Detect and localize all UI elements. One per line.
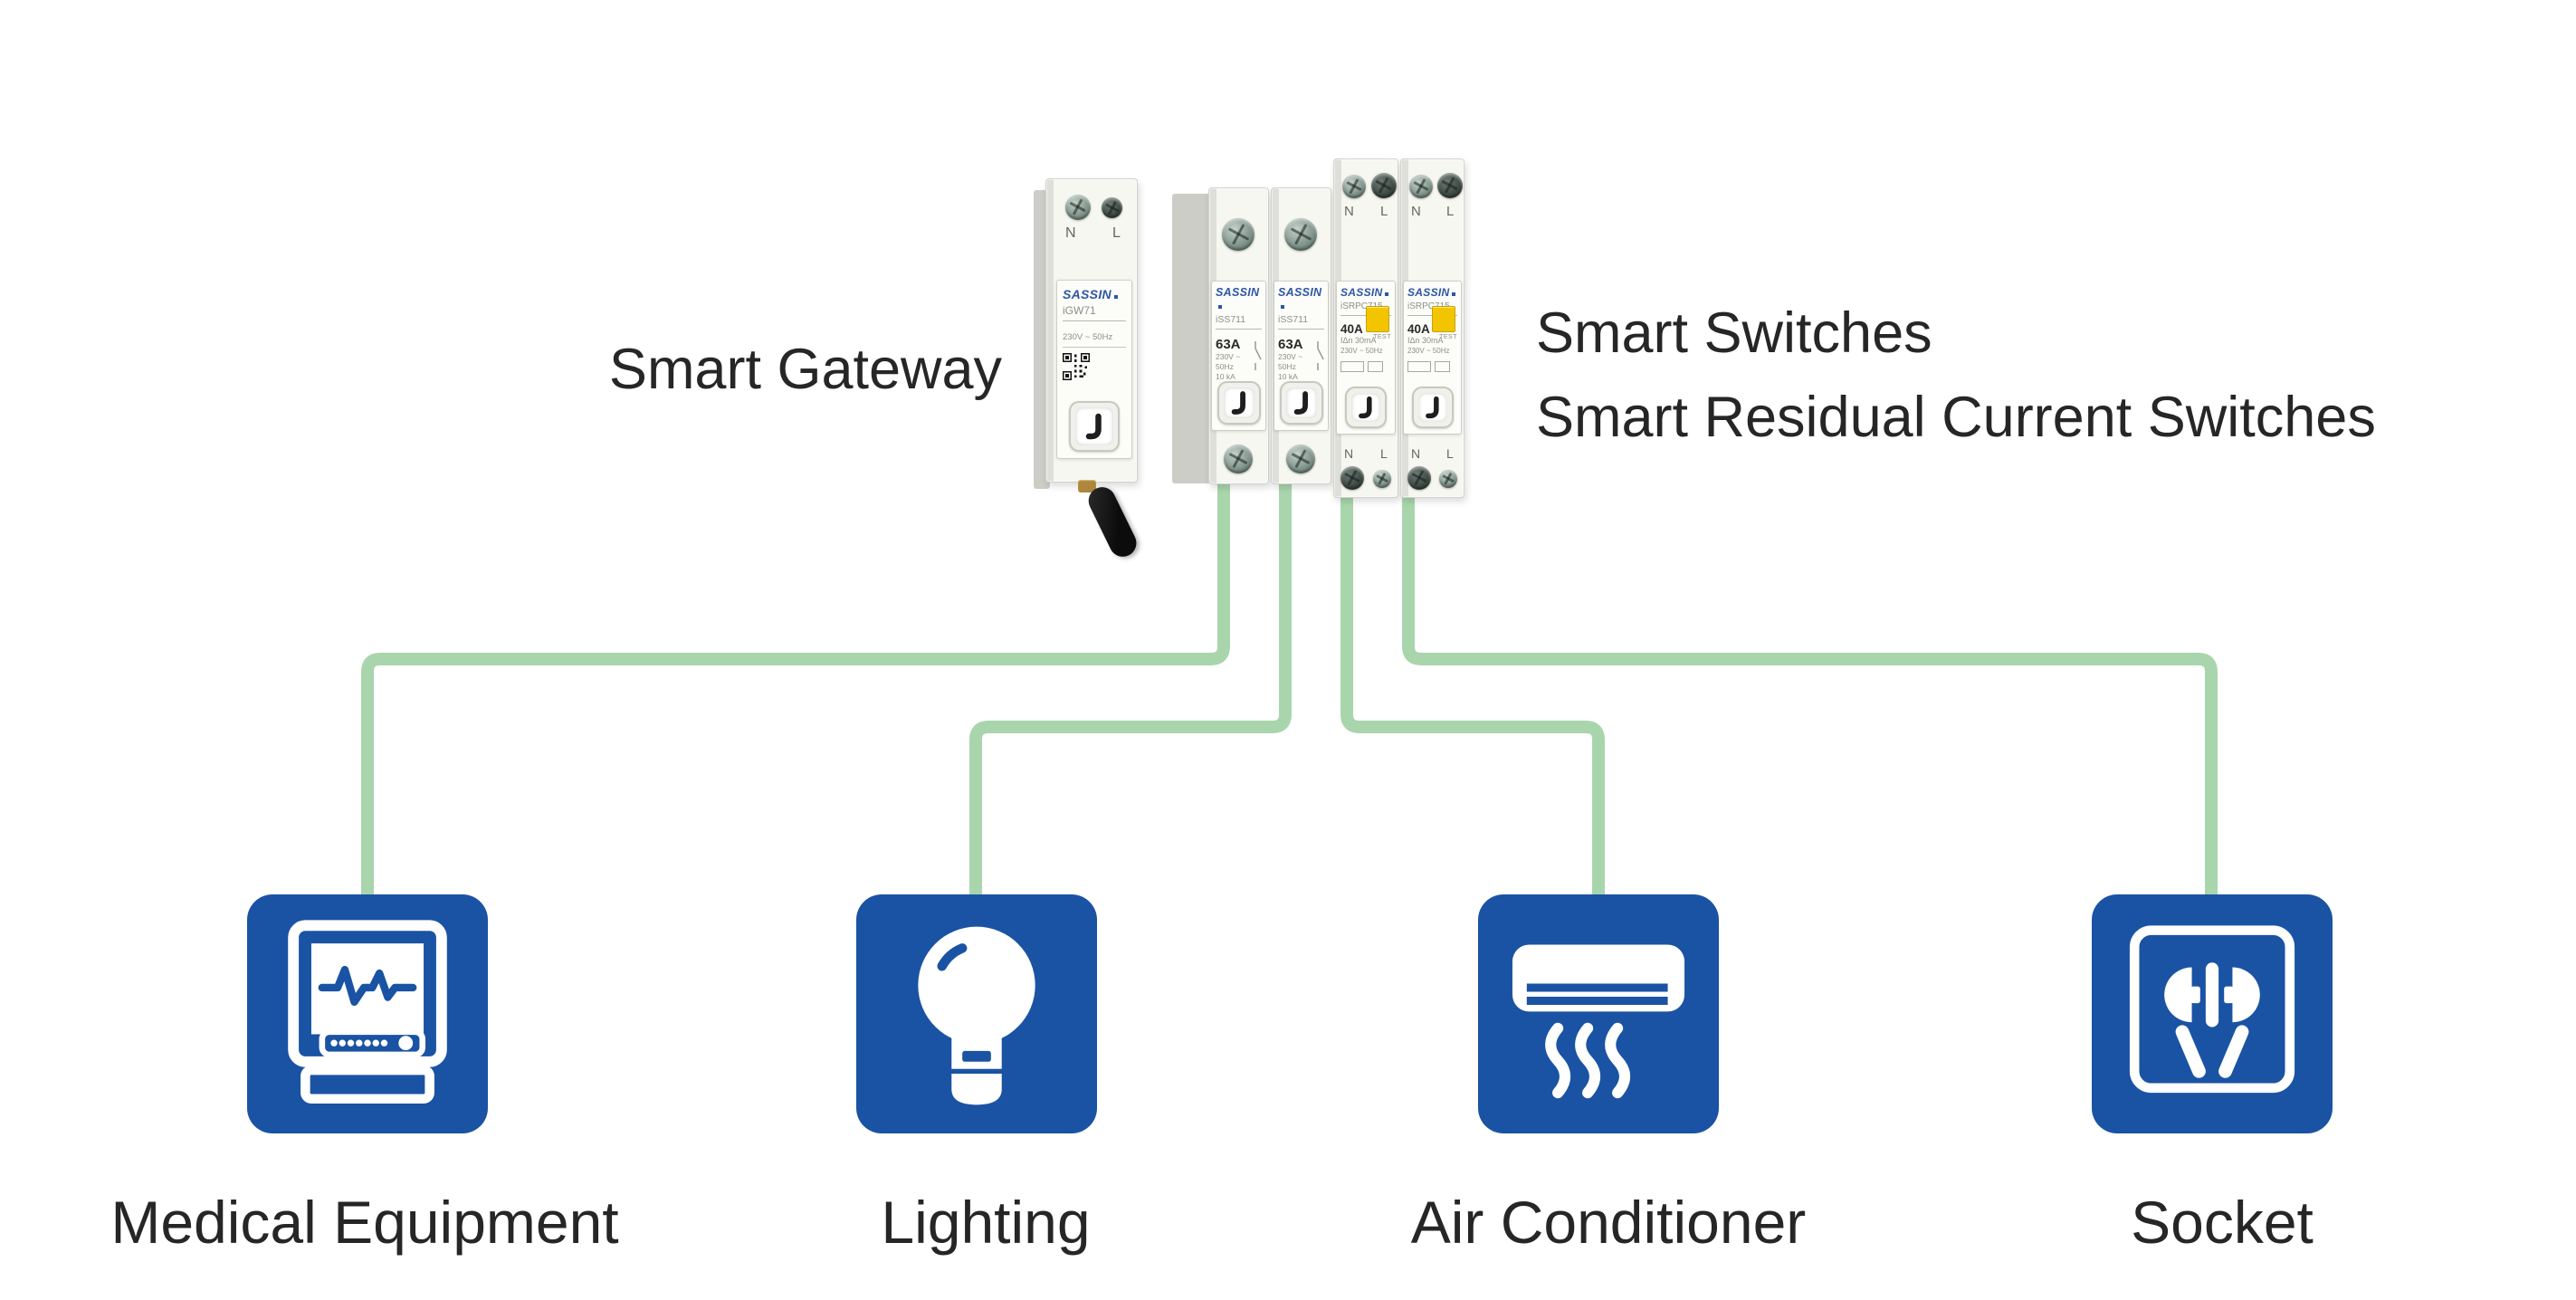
certification-marks xyxy=(1340,358,1391,375)
screw-icon xyxy=(1340,466,1364,490)
breaker-symbol-icon xyxy=(1255,341,1262,370)
smart-gateway-label: Smart Gateway xyxy=(608,338,1003,401)
air-conditioner-icon xyxy=(1512,944,1685,1099)
breaker-frequency: 50Hz xyxy=(1216,362,1234,372)
screw-icon xyxy=(1437,173,1463,198)
terminal-l-label: L xyxy=(1380,204,1388,219)
screw-icon xyxy=(1439,470,1457,488)
terminal-l-label: L xyxy=(1380,446,1388,461)
terminal-l-label: L xyxy=(1446,204,1455,219)
breaker-residual-current: IΔn 30mA xyxy=(1407,336,1444,345)
breaker-voltage: 230V ~ 50Hz xyxy=(1407,346,1450,355)
socket-card xyxy=(2092,894,2333,1133)
screw-icon xyxy=(1284,218,1317,251)
brand-logo: SASSIN xyxy=(1216,286,1262,311)
breaker-model: iSS711 xyxy=(1216,314,1262,330)
toggle-switch xyxy=(1279,381,1323,425)
screw-icon xyxy=(1065,195,1091,220)
toggle-switch xyxy=(1411,387,1454,428)
toggle-switch xyxy=(1069,401,1120,452)
breaker-breaking-capacity: 10 kA xyxy=(1278,372,1298,382)
lighting-card xyxy=(856,894,1097,1133)
lighting-label: Lighting xyxy=(881,1189,1091,1256)
breaker-voltage: 230V ~ xyxy=(1278,352,1303,361)
breaker-symbol-icon xyxy=(1317,341,1324,370)
brand-logo: SASSIN xyxy=(1340,286,1391,299)
smart-rcd-2: N L SASSIN iSRPC715 TEST 40A IΔn 30mA 23… xyxy=(1400,158,1465,498)
air-conditioner-label: Air Conditioner xyxy=(1410,1189,1807,1256)
screw-icon xyxy=(1371,173,1397,198)
smart-rcd-1: N L SASSIN iSRPC715 TEST 40A IΔn 30mA 23… xyxy=(1333,158,1398,498)
light-bulb-icon xyxy=(918,926,1035,1105)
breaker-amp-rating: 40A xyxy=(1407,322,1430,336)
breaker-amp-rating: 63A xyxy=(1216,337,1241,352)
smart-switch-1: SASSIN iSS711 63A 230V ~ 50Hz 10 kA xyxy=(1208,187,1269,484)
toggle-window xyxy=(1075,407,1113,445)
screw-icon xyxy=(1224,444,1253,473)
terminal-l-label: L xyxy=(1446,446,1454,461)
terminal-n-label: N xyxy=(1065,225,1076,241)
connector-socket xyxy=(1402,484,2218,898)
screw-icon xyxy=(1342,175,1366,198)
connector-medical-equipment xyxy=(361,469,1230,898)
terminal-n-label: N xyxy=(1411,204,1421,219)
terminal-n-label: N xyxy=(1344,204,1354,219)
toggle-handle-icon xyxy=(1085,413,1102,440)
breaker-voltage: 230V ~ xyxy=(1216,352,1241,361)
gateway-label-panel: SASSIN iGW71 230V ~ 50Hz xyxy=(1056,280,1132,459)
screw-icon xyxy=(1102,197,1122,218)
screw-icon xyxy=(1373,470,1391,488)
screw-icon xyxy=(1407,466,1431,490)
smart-switches-line2: Smart Residual Current Switches xyxy=(1536,386,2376,449)
toggle-switch xyxy=(1345,387,1387,428)
test-button-label: TEST xyxy=(1373,334,1391,340)
test-button xyxy=(1366,306,1389,332)
gateway-model: iGW71 xyxy=(1063,304,1126,321)
breaker-label-panel: SASSIN iSRPC715 TEST 40A IΔn 30mA 230V ~… xyxy=(1336,281,1396,435)
terminal-n-label: N xyxy=(1344,446,1354,461)
toggle-handle-icon xyxy=(1359,396,1372,419)
breaker-model: iSS711 xyxy=(1278,314,1324,330)
breaker-label-panel: SASSIN iSS711 63A 230V ~ 50Hz 10 kA xyxy=(1274,281,1329,431)
brand-logo: SASSIN xyxy=(1063,287,1126,301)
screw-icon xyxy=(1222,218,1255,251)
breaker-label-panel: SASSIN iSRPC715 TEST 40A IΔn 30mA 230V ~… xyxy=(1403,281,1462,435)
terminal-l-label: L xyxy=(1112,225,1121,241)
smart-switch-2: SASSIN iSS711 63A 230V ~ 50Hz 10 kA xyxy=(1271,187,1331,484)
socket-label: Socket xyxy=(2131,1189,2314,1256)
smart-switches-line1: Smart Switches xyxy=(1536,301,1932,365)
breaker-label-panel: SASSIN iSS711 63A 230V ~ 50Hz 10 kA xyxy=(1211,281,1266,431)
breaker-amp-rating: 63A xyxy=(1278,337,1303,352)
medical-equipment-card xyxy=(247,894,488,1133)
toggle-handle-icon xyxy=(1425,396,1439,419)
brand-logo: SASSIN xyxy=(1278,286,1324,311)
din-rail xyxy=(1172,194,1214,483)
medical-equipment-label: Medical Equipment xyxy=(110,1189,619,1256)
toggle-switch xyxy=(1216,381,1261,425)
gateway-rating: 230V ~ 50Hz xyxy=(1063,332,1126,349)
antenna-icon xyxy=(1083,483,1141,561)
medical-monitor-icon xyxy=(288,920,447,1104)
breaker-breaking-capacity: 10 kA xyxy=(1216,372,1236,382)
breaker-frequency: 50Hz xyxy=(1278,362,1296,372)
breaker-residual-current: IΔn 30mA xyxy=(1340,336,1377,345)
terminal-n-label: N xyxy=(1411,446,1421,461)
smart-gateway-device: N L SASSIN iGW71 230V ~ 50Hz xyxy=(1045,178,1141,561)
toggle-handle-icon xyxy=(1293,391,1308,415)
breaker-amp-rating: 40A xyxy=(1340,322,1363,336)
brand-logo: SASSIN xyxy=(1407,286,1457,299)
screw-icon xyxy=(1286,444,1315,473)
test-button xyxy=(1432,306,1455,332)
screw-icon xyxy=(1409,175,1433,198)
air-conditioner-card xyxy=(1478,894,1719,1133)
test-button-label: TEST xyxy=(1439,334,1457,340)
breaker-voltage: 230V ~ 50Hz xyxy=(1340,346,1383,355)
toggle-handle-icon xyxy=(1231,391,1245,415)
connector-air-conditioner xyxy=(1340,484,1605,898)
certification-marks xyxy=(1407,358,1457,375)
smart-switches-label: Smart Switches Smart Residual Current Sw… xyxy=(1536,292,2376,460)
qr-code-icon xyxy=(1063,353,1090,381)
socket-icon xyxy=(2129,925,2295,1094)
